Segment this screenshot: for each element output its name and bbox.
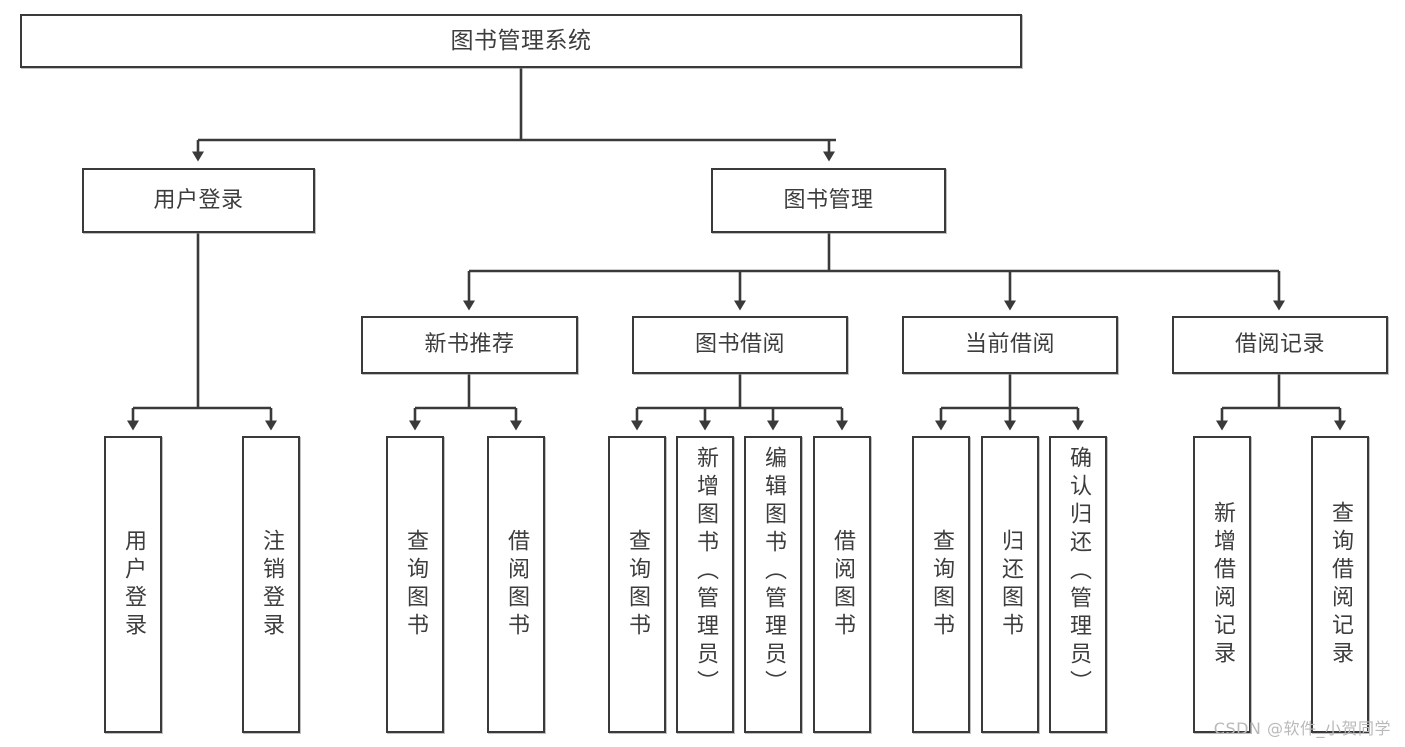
node-label: 注销登录: [259, 528, 284, 641]
leaf-borrow-edit-book-admin[interactable]: 编辑图书（管理员）: [744, 436, 802, 733]
node-label: 查询图书: [625, 528, 650, 641]
node-label: 新增图书（管理员）: [693, 446, 718, 698]
node-label: 确认归还（管理员）: [1066, 446, 1091, 698]
watermark: CSDN @软件_小贺同学: [1213, 719, 1391, 738]
node-borrow-record[interactable]: 借阅记录: [1172, 316, 1388, 374]
leaf-record-add-record[interactable]: 新增借阅记录: [1193, 436, 1251, 733]
leaf-current-confirm-return-admin[interactable]: 确认归还（管理员）: [1049, 436, 1107, 733]
node-label: 图书管理: [783, 187, 874, 213]
node-label: 借阅图书: [504, 528, 529, 641]
leaf-user-login-signin[interactable]: 用户登录: [104, 436, 162, 733]
node-label: 用户登录: [153, 187, 244, 213]
node-root-system[interactable]: 图书管理系统: [20, 14, 1022, 68]
node-book-management[interactable]: 图书管理: [711, 168, 946, 233]
node-label: 借阅记录: [1234, 332, 1325, 358]
leaf-borrow-borrow-book[interactable]: 借阅图书: [813, 436, 871, 733]
leaf-current-query-book[interactable]: 查询图书: [912, 436, 970, 733]
node-user-login[interactable]: 用户登录: [82, 168, 315, 233]
node-label: 用户登录: [121, 528, 146, 641]
leaf-current-return-book[interactable]: 归还图书: [981, 436, 1039, 733]
node-label: 归还图书: [998, 528, 1023, 641]
leaf-recommend-query-book[interactable]: 查询图书: [386, 436, 444, 733]
node-current-borrow[interactable]: 当前借阅: [902, 316, 1118, 374]
leaf-user-login-signout[interactable]: 注销登录: [242, 436, 300, 733]
node-label: 查询借阅记录: [1328, 500, 1353, 669]
node-label: 当前借阅: [964, 332, 1055, 358]
leaf-recommend-borrow-book[interactable]: 借阅图书: [487, 436, 545, 733]
node-label: 图书管理系统: [450, 27, 592, 54]
node-book-borrow[interactable]: 图书借阅: [632, 316, 848, 374]
node-new-book-recommend[interactable]: 新书推荐: [361, 316, 578, 374]
node-label: 查询图书: [403, 528, 428, 641]
node-label: 新书推荐: [424, 332, 515, 358]
node-label: 编辑图书（管理员）: [761, 446, 786, 698]
leaf-record-query-record[interactable]: 查询借阅记录: [1311, 436, 1369, 733]
node-label: 借阅图书: [830, 528, 855, 641]
node-label: 查询图书: [929, 528, 954, 641]
leaf-borrow-add-book-admin[interactable]: 新增图书（管理员）: [676, 436, 734, 733]
node-label: 新增借阅记录: [1210, 500, 1235, 669]
node-label: 图书借阅: [694, 332, 785, 358]
leaf-borrow-query-book[interactable]: 查询图书: [608, 436, 666, 733]
